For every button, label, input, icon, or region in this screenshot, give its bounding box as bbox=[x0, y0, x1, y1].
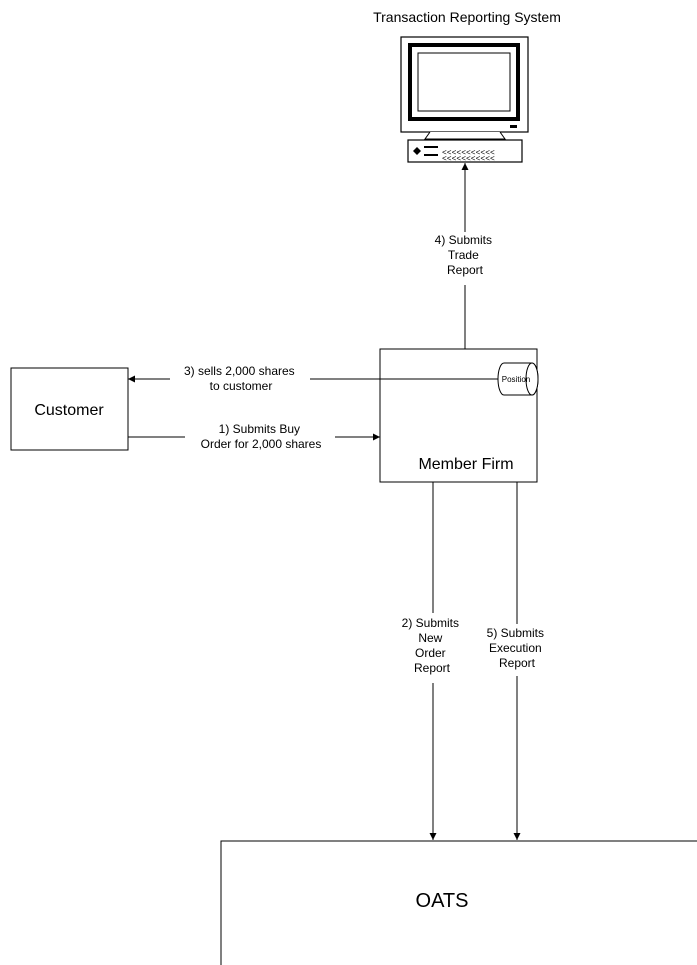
step5-line3: Report bbox=[499, 656, 536, 670]
step2-label: 2) Submits New Order Report bbox=[402, 616, 463, 675]
step3-label: 3) sells 2,000 shares to customer bbox=[184, 364, 298, 393]
position-cylinder bbox=[497, 362, 539, 396]
step4-line3: Report bbox=[447, 263, 484, 277]
oats-box bbox=[220, 840, 697, 965]
step1-line2: Order for 2,000 shares bbox=[201, 437, 322, 451]
svg-text:<<<<<<<<<<<: <<<<<<<<<<< bbox=[442, 155, 495, 164]
step5-label: 5) Submits Execution Report bbox=[487, 626, 548, 670]
step4-label: 4) Submits Trade Report bbox=[435, 233, 496, 277]
computer-terminal-icon: <<<<<<<<<<< <<<<<<<<<<< bbox=[400, 36, 529, 164]
step5-line2: Execution bbox=[489, 641, 542, 655]
step2-line1: 2) Submits bbox=[402, 616, 459, 630]
customer-box bbox=[10, 367, 129, 451]
step3-line1: 3) sells 2,000 shares bbox=[184, 364, 295, 378]
member-firm-label: Member Firm bbox=[418, 456, 513, 473]
position-label: Position bbox=[502, 375, 530, 384]
step3-line2: to customer bbox=[210, 379, 273, 393]
customer-label: Customer bbox=[34, 402, 104, 419]
step5-line1: 5) Submits bbox=[487, 626, 544, 640]
step2-line3: Order bbox=[415, 646, 446, 660]
step2-line4: Report bbox=[414, 661, 451, 675]
step1-line1: 1) Submits Buy bbox=[219, 422, 300, 436]
system-title: Transaction Reporting System bbox=[373, 9, 561, 25]
step4-line2: Trade bbox=[448, 248, 479, 262]
step4-label-bg bbox=[425, 232, 505, 285]
step2-label-bg bbox=[396, 613, 470, 683]
step4-line1: 4) Submits bbox=[435, 233, 492, 247]
step1-label-bg bbox=[185, 420, 335, 454]
svg-text:<<<<<<<<<<<: <<<<<<<<<<< bbox=[442, 149, 495, 158]
step3-label-bg bbox=[170, 363, 310, 395]
oats-label: OATS bbox=[416, 890, 469, 912]
step5-label-bg bbox=[478, 624, 558, 676]
step1-label: 1) Submits Buy Order for 2,000 shares bbox=[201, 422, 322, 451]
step2-line2: New bbox=[418, 631, 442, 645]
